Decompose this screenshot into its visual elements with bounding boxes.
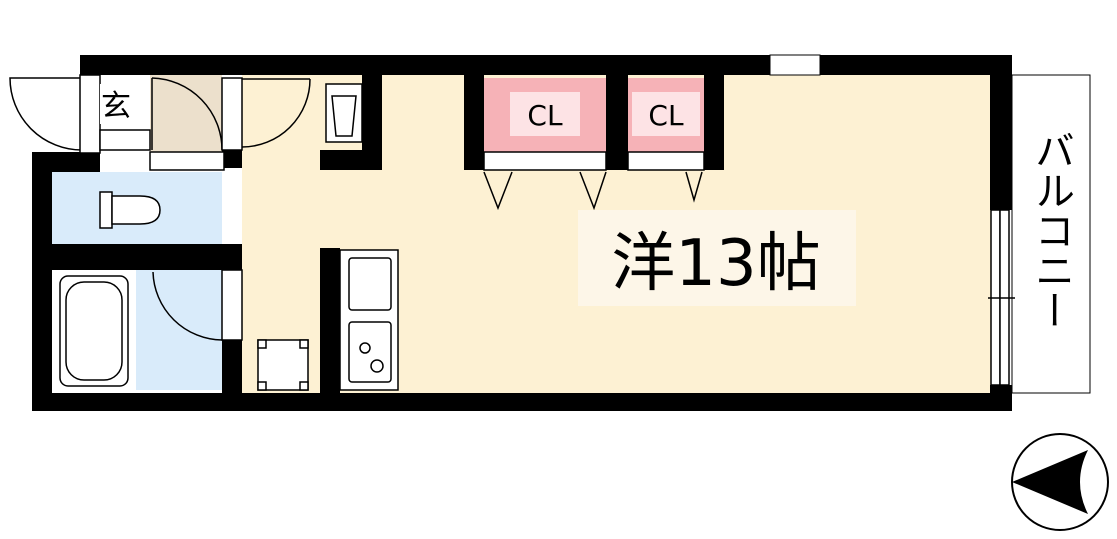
main-room-label-bg	[578, 210, 856, 306]
main-room-label: 洋13帖	[611, 227, 820, 301]
hall-door[interactable]	[151, 77, 223, 151]
room-door[interactable]	[221, 77, 311, 151]
top-window	[769, 54, 821, 76]
balcony-sliding-door	[988, 209, 1015, 386]
walls	[32, 55, 1012, 411]
closet-2-label: CL	[648, 99, 684, 132]
washroom-floor	[136, 270, 224, 390]
bathtub	[59, 275, 129, 387]
toilet-door-frame	[149, 151, 225, 171]
closet-1-label: CL	[527, 99, 563, 132]
closet-1-label-bg	[510, 92, 580, 136]
entrance-door[interactable]	[9, 74, 101, 154]
kitchen-counter	[339, 249, 399, 391]
balcony-floor	[1011, 74, 1091, 394]
north-arrow-icon	[1011, 433, 1109, 531]
balcony-label: バルコニー	[1028, 130, 1074, 330]
toilet-fixture	[99, 191, 161, 229]
entrance-label: 玄	[101, 89, 131, 124]
closet-doors[interactable]	[483, 151, 705, 211]
genkan-step	[99, 129, 151, 151]
washroom-door[interactable]	[152, 269, 243, 341]
closet-2-label-bg	[632, 92, 700, 136]
entrance-label-bg	[100, 84, 132, 124]
washer-pan	[257, 339, 309, 391]
wash-basin	[325, 83, 363, 143]
